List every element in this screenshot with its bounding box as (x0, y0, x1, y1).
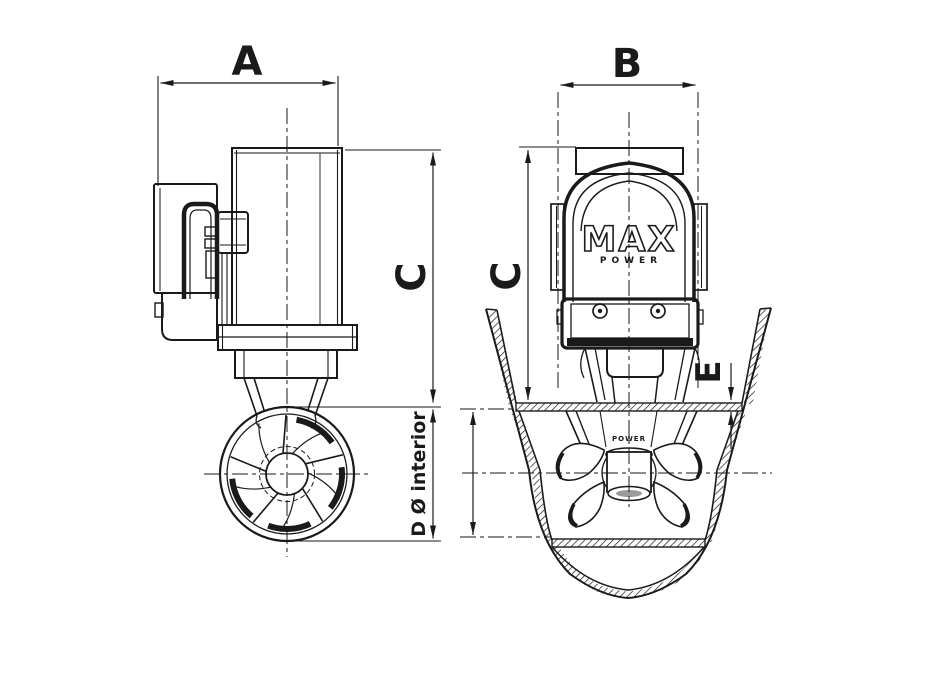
dim-b: B (557, 41, 699, 390)
screw-right (650, 303, 666, 319)
gear-pod-assembly: POWER (555, 410, 703, 528)
dim-e: E (689, 360, 734, 449)
dim-b-label: B (612, 41, 643, 87)
dim-c-front: C (484, 146, 576, 400)
side-view (153, 108, 372, 557)
dim-c-front-label: C (484, 261, 530, 290)
dim-c-side-label: C (389, 262, 435, 291)
control-box (153, 183, 249, 341)
mounting-bracket (181, 201, 220, 299)
front-view: MAX POWER (462, 112, 772, 600)
side-tab-right (693, 203, 708, 291)
dim-a: A (157, 39, 339, 186)
dim-d-interior: D Ø interior (290, 409, 441, 542)
dim-tunnel-interior-front (460, 408, 550, 538)
dim-c-side: C (290, 149, 441, 408)
power-logo: POWER (600, 256, 662, 266)
dim-e-label: E (689, 360, 729, 383)
tunnel-bottom-plate (551, 538, 706, 548)
pod-brand-label: POWER (612, 435, 646, 443)
dim-a-label: A (232, 39, 263, 85)
base-adapter (580, 347, 700, 404)
motor-base (556, 297, 704, 350)
screw-left (592, 303, 608, 319)
max-logo: MAX (582, 220, 677, 260)
dim-d-label: D Ø interior (408, 411, 430, 537)
